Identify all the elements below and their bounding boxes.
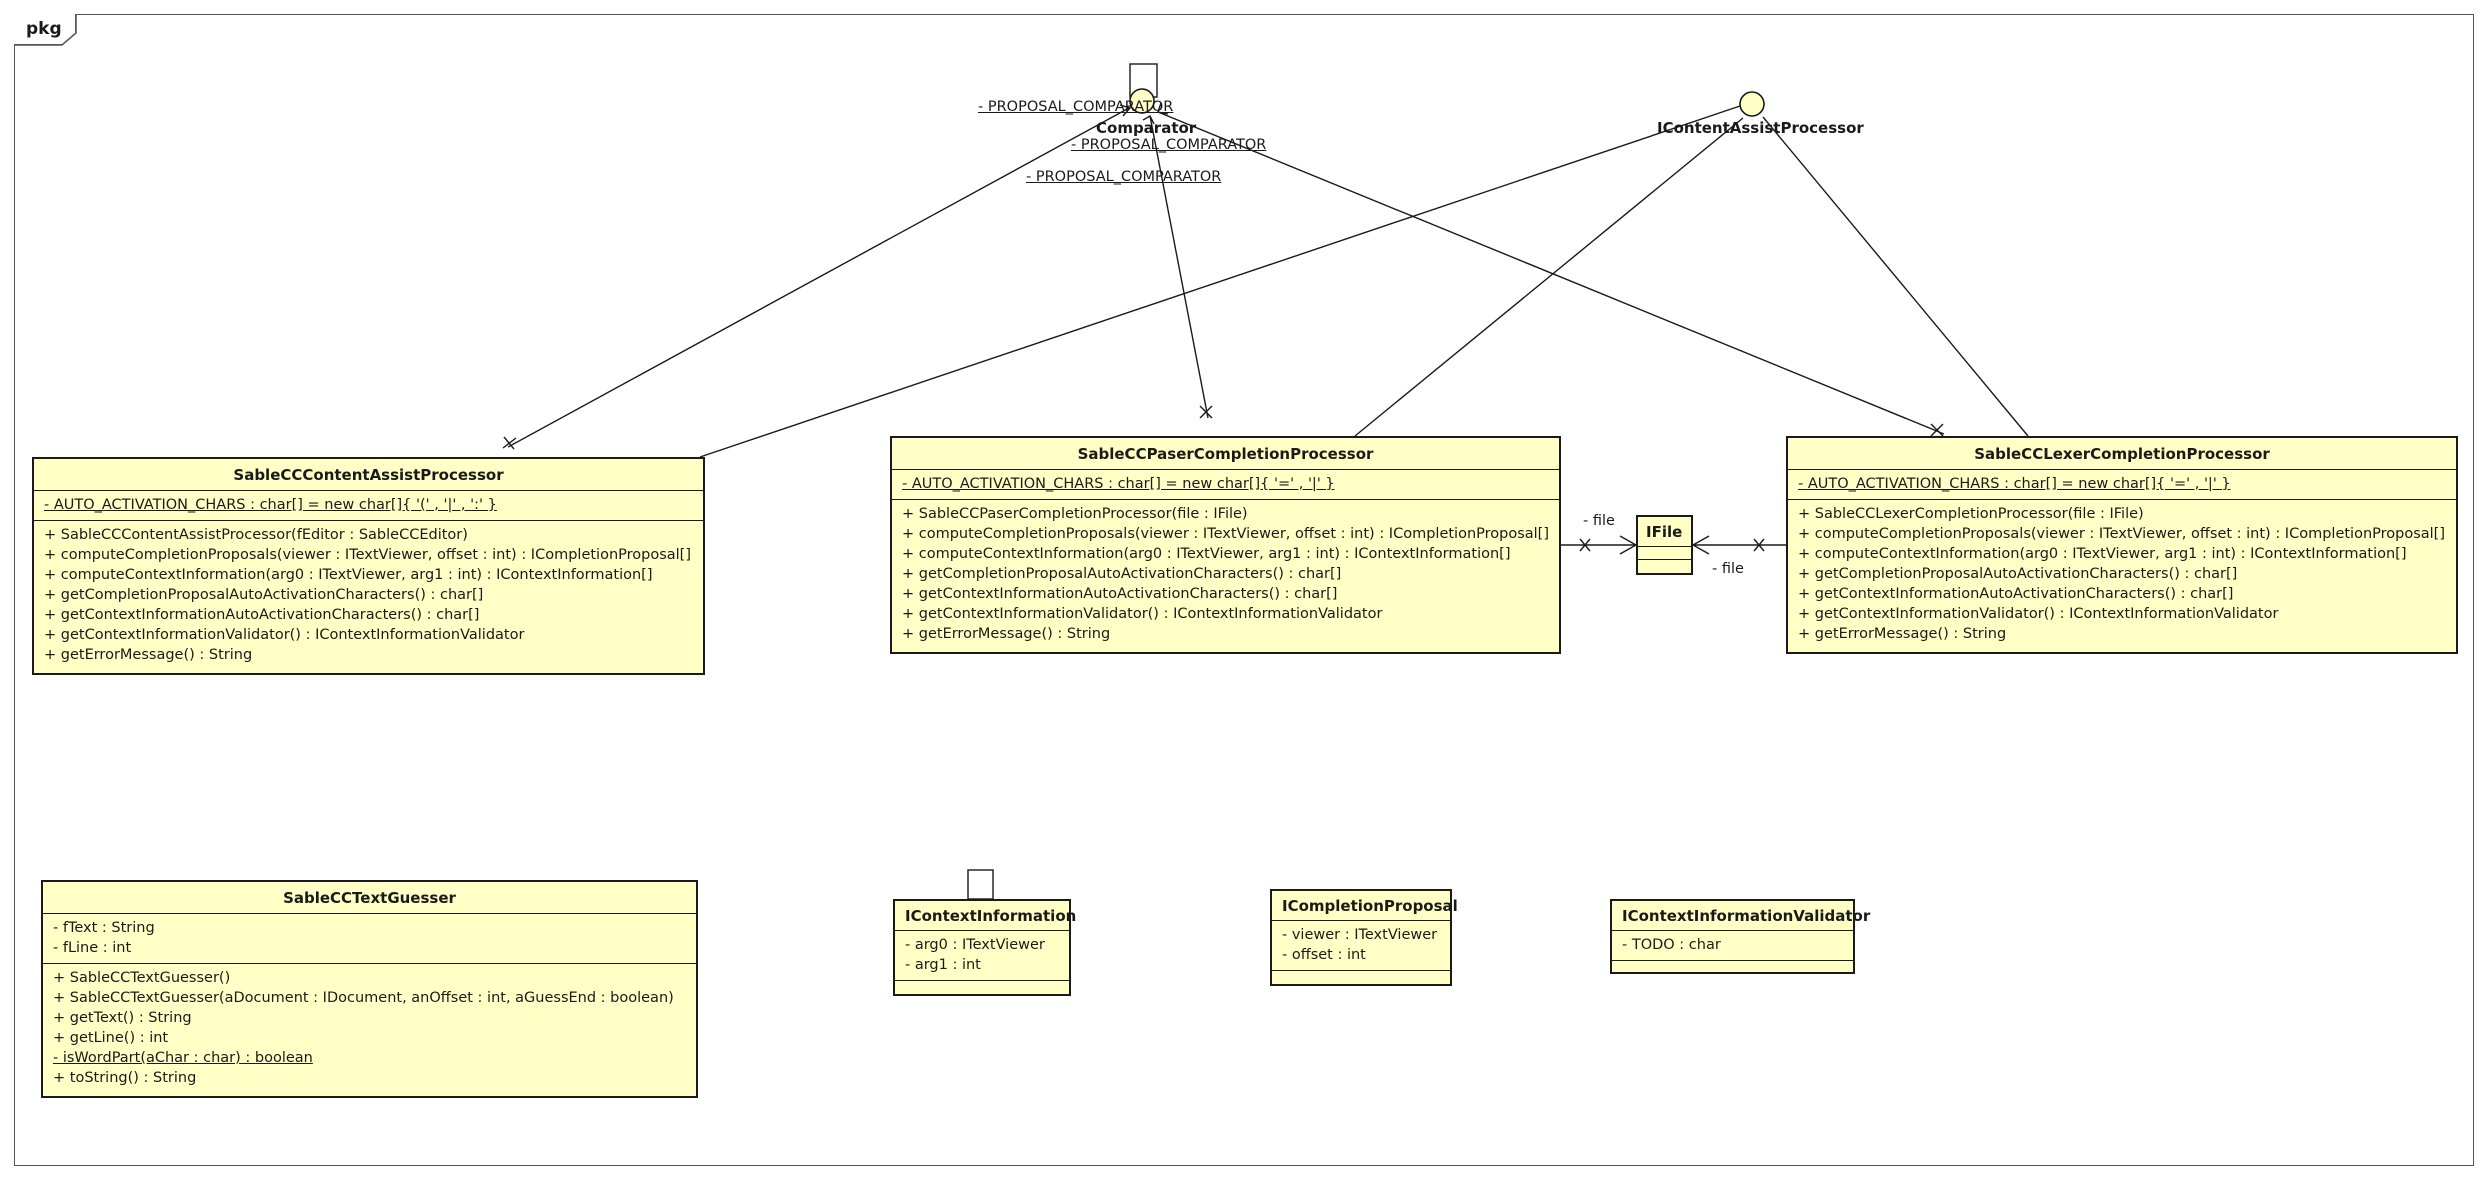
- class-name: IContextInformation: [895, 901, 1076, 931]
- class-name: SableCCTextGuesser: [43, 882, 696, 914]
- package-frame-label: pkg: [14, 14, 76, 45]
- package-frame-tab-outline: [14, 14, 77, 46]
- contextinfo-socket-box: [967, 869, 994, 900]
- operation: + getContextInformationValidator() : ICo…: [902, 606, 1383, 622]
- realize-contentassist: [699, 105, 1741, 458]
- operation: + getCompletionProposalAutoActivationCha…: [44, 587, 484, 603]
- x-mark-lexer: [1930, 423, 1944, 437]
- assoc-contentassist-comparator: [507, 107, 1130, 448]
- operation: + SableCCLexerCompletionProcessor(file :…: [1798, 506, 2144, 522]
- operations-compartment: + SableCCPaserCompletionProcessor(file :…: [892, 500, 1559, 649]
- operation: + computeCompletionProposals(viewer : IT…: [902, 526, 1549, 542]
- operation: + getErrorMessage() : String: [44, 647, 253, 663]
- class-sablecc-paser-completion-processor[interactable]: SableCCPaserCompletionProcessor - AUTO_A…: [890, 436, 1561, 654]
- contentassist-interface-icon: [1739, 91, 1765, 117]
- operation: + getText() : String: [53, 1010, 192, 1026]
- edge-label-proposal-comparator: - PROPOSAL_COMPARATOR: [1026, 169, 1222, 185]
- realize-paser: [1354, 117, 1744, 437]
- operation: - isWordPart(aChar : char) : boolean: [53, 1050, 313, 1066]
- comparator-label: Comparator: [1096, 119, 1197, 137]
- attributes-compartment: - AUTO_ACTIVATION_CHARS : char[] = new c…: [1788, 470, 2456, 500]
- operation: + getErrorMessage() : String: [1798, 626, 2007, 642]
- edge-label-proposal-comparator: - PROPOSAL_COMPARATOR: [1071, 137, 1267, 153]
- comparator-interface-icon: [1129, 88, 1155, 114]
- attribute: - arg1 : int: [905, 957, 981, 973]
- operations-compartment: + SableCCLexerCompletionProcessor(file :…: [1788, 500, 2456, 649]
- class-name: SableCCContentAssistProcessor: [34, 459, 703, 491]
- arrowhead-comparator-2: [1142, 115, 1155, 125]
- operation: + computeCompletionProposals(viewer : IT…: [44, 547, 691, 563]
- attribute: - arg0 : ITextViewer: [905, 937, 1045, 953]
- arrowhead-comparator-1: [1119, 104, 1132, 117]
- class-name: IContextInformationValidator: [1612, 901, 1870, 931]
- attribute: - TODO : char: [1622, 937, 1721, 953]
- edge-label-proposal-comparator: - PROPOSAL_COMPARATOR: [978, 99, 1174, 115]
- class-name: SableCCPaserCompletionProcessor: [892, 438, 1559, 470]
- arrowhead-comparator-3: [1157, 102, 1169, 115]
- attribute: - offset : int: [1282, 947, 1366, 963]
- class-icompletion-proposal[interactable]: ICompletionProposal - viewer : ITextView…: [1270, 889, 1458, 988]
- attributes-compartment: - AUTO_ACTIVATION_CHARS : char[] = new c…: [34, 491, 703, 521]
- x-mark-paser-file: [1579, 538, 1591, 552]
- operation: + SableCCContentAssistProcessor(fEditor …: [44, 527, 468, 543]
- class-sablecc-content-assist-processor[interactable]: SableCCContentAssistProcessor - AUTO_ACT…: [32, 457, 705, 675]
- attributes-compartment: - fText : String - fLine : int: [43, 914, 696, 964]
- attribute: - AUTO_ACTIVATION_CHARS : char[] = new c…: [1798, 476, 2231, 492]
- class-sablecc-lexer-completion-processor[interactable]: SableCCLexerCompletionProcessor - AUTO_A…: [1786, 436, 2458, 654]
- operation: + getContextInformationAutoActivationCha…: [902, 586, 1338, 602]
- class-sablecc-text-guesser[interactable]: SableCCTextGuesser - fText : String - fL…: [41, 880, 698, 1098]
- edge-label-file: - file: [1583, 513, 1615, 529]
- operations-compartment: [1638, 560, 1691, 570]
- attributes-compartment: - viewer : ITextViewer - offset : int: [1272, 921, 1450, 971]
- class-name: IFile: [1638, 517, 1691, 547]
- operations-compartment: + SableCCTextGuesser() + SableCCTextGues…: [43, 964, 696, 1093]
- attribute: - fLine : int: [53, 940, 132, 956]
- class-name: SableCCLexerCompletionProcessor: [1788, 438, 2456, 470]
- assoc-paser-comparator: [1149, 115, 1209, 419]
- operation: + getContextInformationAutoActivationCha…: [44, 607, 480, 623]
- operation: + computeCompletionProposals(viewer : IT…: [1798, 526, 2445, 542]
- class-icontext-information-validator[interactable]: IContextInformationValidator - TODO : ch…: [1610, 899, 1870, 974]
- realize-lexer: [1762, 116, 2029, 437]
- attributes-compartment: [1638, 547, 1691, 560]
- operations-compartment: + SableCCContentAssistProcessor(fEditor …: [34, 521, 703, 670]
- operation: + getErrorMessage() : String: [902, 626, 1111, 642]
- operation: + getCompletionProposalAutoActivationCha…: [902, 566, 1342, 582]
- class-ifile[interactable]: IFile: [1636, 515, 1693, 575]
- attribute: - AUTO_ACTIVATION_CHARS : char[] = new c…: [44, 497, 497, 513]
- attribute: - fText : String: [53, 920, 155, 936]
- attributes-compartment: - TODO : char: [1612, 931, 1853, 961]
- operation: + getContextInformationAutoActivationCha…: [1798, 586, 2234, 602]
- operation: + getLine() : int: [53, 1030, 169, 1046]
- operation: + toString() : String: [53, 1070, 197, 1086]
- contentassist-label: IContentAssistProcessor: [1657, 119, 1864, 137]
- operations-compartment: [1612, 961, 1853, 978]
- class-icontext-information[interactable]: IContextInformation - arg0 : ITextViewer…: [893, 899, 1076, 998]
- operation: + computeContextInformation(arg0 : IText…: [902, 546, 1511, 562]
- assoc-lexer-comparator: [1157, 111, 1945, 435]
- operation: + SableCCTextGuesser(): [53, 970, 231, 986]
- attributes-compartment: - AUTO_ACTIVATION_CHARS : char[] = new c…: [892, 470, 1559, 500]
- operations-compartment: [1272, 971, 1450, 988]
- operation: + computeContextInformation(arg0 : IText…: [1798, 546, 2407, 562]
- attribute: - AUTO_ACTIVATION_CHARS : char[] = new c…: [902, 476, 1335, 492]
- operation: + SableCCPaserCompletionProcessor(file :…: [902, 506, 1248, 522]
- attributes-compartment: - arg0 : ITextViewer - arg1 : int: [895, 931, 1069, 981]
- x-mark-lexer-file: [1753, 538, 1765, 552]
- arrowhead-ifile-right: [1691, 535, 1710, 555]
- operations-compartment: [895, 981, 1069, 998]
- x-mark-contentassist: [502, 436, 517, 450]
- edge-label-file: - file: [1712, 561, 1744, 577]
- operation: + getContextInformationValidator() : ICo…: [1798, 606, 2279, 622]
- operation: + computeContextInformation(arg0 : IText…: [44, 567, 653, 583]
- class-name: ICompletionProposal: [1272, 891, 1458, 921]
- operation: + getContextInformationValidator() : ICo…: [44, 627, 525, 643]
- x-mark-paser: [1199, 405, 1213, 419]
- attribute: - viewer : ITextViewer: [1282, 927, 1438, 943]
- package-frame: [14, 14, 2474, 1166]
- operation: + SableCCTextGuesser(aDocument : IDocume…: [53, 990, 674, 1006]
- operation: + getCompletionProposalAutoActivationCha…: [1798, 566, 2238, 582]
